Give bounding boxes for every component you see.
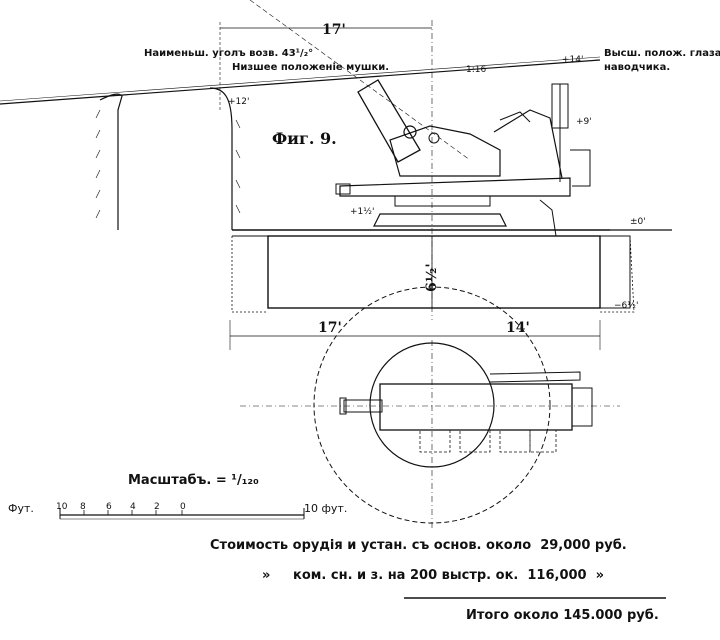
- level-1-5-label: +1½': [350, 207, 374, 217]
- earth-mound-left-edge: [99, 93, 123, 230]
- level-14-label: +14': [562, 55, 583, 65]
- min-elevation-label: Наименьш. уголъ возв. 43¹/₂°: [144, 48, 313, 59]
- carriage-side-frame: [493, 109, 563, 179]
- cost-line-2-end: »: [595, 568, 605, 583]
- cost-line-2-mark: »: [262, 568, 271, 583]
- sight-line: [249, 0, 471, 161]
- scale-title: Масштабъ. = ¹/₁₂₀: [128, 473, 259, 488]
- plan-view: [240, 286, 620, 530]
- mortar-barrel: [357, 79, 421, 163]
- scale-tick-0: 0: [180, 502, 186, 512]
- parapet-slope-line: [0, 59, 601, 105]
- highest-eye-label-2: наводчика.: [604, 62, 670, 73]
- level-9-label: +9': [576, 117, 592, 127]
- scale-tick-10: 10: [56, 502, 68, 512]
- earth-mound-right-edge: [209, 87, 233, 230]
- top-span-label: 17': [322, 22, 346, 38]
- level-0-label: ±0': [630, 217, 646, 227]
- cost-line-2: » ком. сн. и з. на 200 выстр. ок. 116,00…: [262, 568, 604, 583]
- cost-line-1-value: 29,000 руб.: [540, 538, 627, 553]
- lowest-sight-label: Низшее положеніе мушки.: [232, 62, 389, 73]
- bottom-left-dimension-label: 17': [318, 320, 342, 336]
- slope-label: 1:16: [466, 65, 486, 75]
- trunnion: [403, 125, 417, 139]
- scale-unit-right: 10 фут.: [304, 502, 347, 515]
- mortar-cradle: [389, 125, 501, 177]
- scale-bar: [59, 508, 305, 520]
- level-12-label: +12': [228, 97, 249, 107]
- depth-label: 6½': [424, 263, 440, 292]
- scale-tick-4: 4: [130, 502, 136, 512]
- scale-tick-6: 6: [106, 502, 112, 512]
- concrete-foundation: [267, 235, 601, 309]
- gun-carriage-plan: [379, 383, 573, 431]
- scale-tick-2: 2: [154, 502, 160, 512]
- highest-eye-label: Высш. полож. глаза: [604, 48, 720, 59]
- gun-pedestal-base: [373, 213, 507, 227]
- earth-hatching-left: [95, 109, 241, 219]
- elevation-view: [0, 0, 672, 350]
- parapet-slope-line-upper: [0, 56, 601, 102]
- cost-line-2-text: ком. сн. и з. на 200 выстр. ок.: [293, 568, 519, 583]
- cost-total: Итого около 145.000 руб.: [466, 608, 659, 623]
- figure-title: Фиг. 9.: [272, 129, 337, 148]
- scale-unit-left: Фут.: [8, 502, 34, 515]
- cost-line-1-text: Стоимость орудія и устан. съ основ. окол…: [210, 538, 532, 553]
- level-minus-6-5-label: −6½': [614, 301, 638, 311]
- gun-carriage-bed: [339, 177, 571, 197]
- cost-line-1: Стоимость орудія и устан. съ основ. окол…: [210, 538, 627, 553]
- scale-tick-8: 8: [80, 502, 86, 512]
- bottom-right-dimension-label: 14': [506, 320, 530, 336]
- cost-line-2-value: 116,000: [527, 568, 587, 583]
